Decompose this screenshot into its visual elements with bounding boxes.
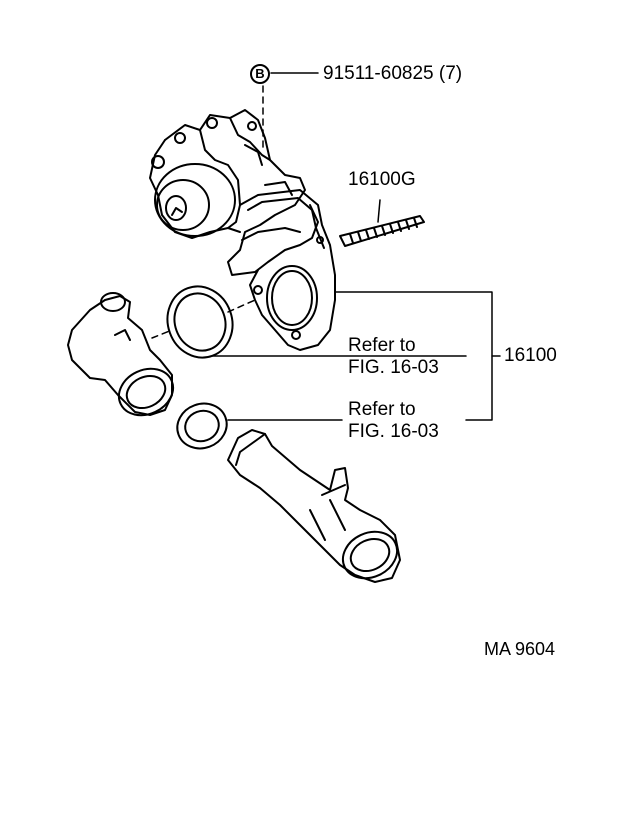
water-pipe	[227, 429, 401, 583]
water-inlet-elbow	[67, 292, 175, 417]
leader-lines	[211, 72, 501, 421]
dashed-assembly-lines	[151, 85, 264, 339]
illustration-code: MA 9604	[484, 639, 556, 659]
bolt-part-number: 91511-60825 (7)	[323, 63, 463, 84]
stud-part-number: 16100G	[348, 169, 416, 190]
water-pump	[149, 109, 336, 351]
upper-o-ring	[166, 285, 234, 359]
refer-1-line2: FIG. 16-03	[348, 357, 439, 378]
refer-1-line1: Refer to	[348, 335, 416, 356]
refer-2-line1: Refer to	[348, 399, 416, 420]
assembly-part-number: 16100	[504, 345, 557, 366]
refer-2-line2: FIG. 16-03	[348, 421, 439, 442]
lower-gasket-ring	[176, 402, 228, 450]
stud-bolt	[339, 215, 425, 247]
bolt-marker-b: B	[250, 64, 270, 84]
